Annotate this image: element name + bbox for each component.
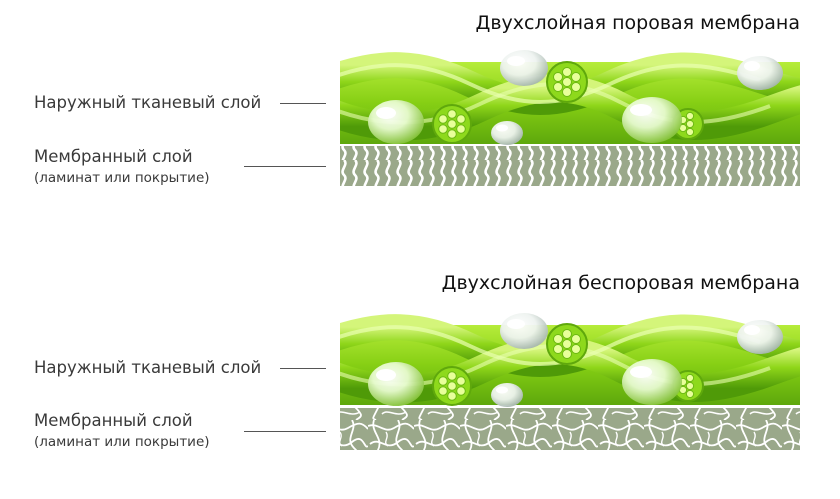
diagram-1-outer-label: Наружный тканевый слой (34, 93, 262, 112)
diagram-1-membrane-sublabel: (ламинат или покрытие) (34, 170, 210, 186)
diagram-2-title: Двухслойная беспоровая мембрана (441, 272, 800, 294)
diagram-2-membrane-sublabel: (ламинат или покрытие) (34, 434, 210, 450)
diagram-2-membrane-label: Мембранный слой (34, 411, 193, 430)
diagram-1-title: Двухслойная поровая мембрана (475, 12, 800, 34)
diagram-1-membrane-layer (340, 146, 800, 186)
diagram-2-fiber-bundle-1 (546, 323, 588, 365)
diagram-2-membrane-layer (340, 408, 800, 450)
diagram-1-water-droplets (368, 50, 783, 145)
diagram-1-fiber-bundle-1 (546, 61, 588, 103)
diagram-2-outer-leader (280, 368, 326, 369)
diagram-1-fiber-bundle-2 (432, 104, 472, 144)
diagram-2-membrane-leader (244, 431, 326, 432)
diagram-1-outer-leader (280, 103, 326, 104)
diagram-2-fiber-bundle-2 (432, 366, 472, 406)
diagram-1-membrane-leader (244, 166, 326, 167)
diagram-2-outer-label: Наружный тканевый слой (34, 358, 262, 377)
diagram-2-water-droplets (368, 313, 783, 407)
diagram-1-membrane-label: Мембранный слой (34, 147, 193, 166)
